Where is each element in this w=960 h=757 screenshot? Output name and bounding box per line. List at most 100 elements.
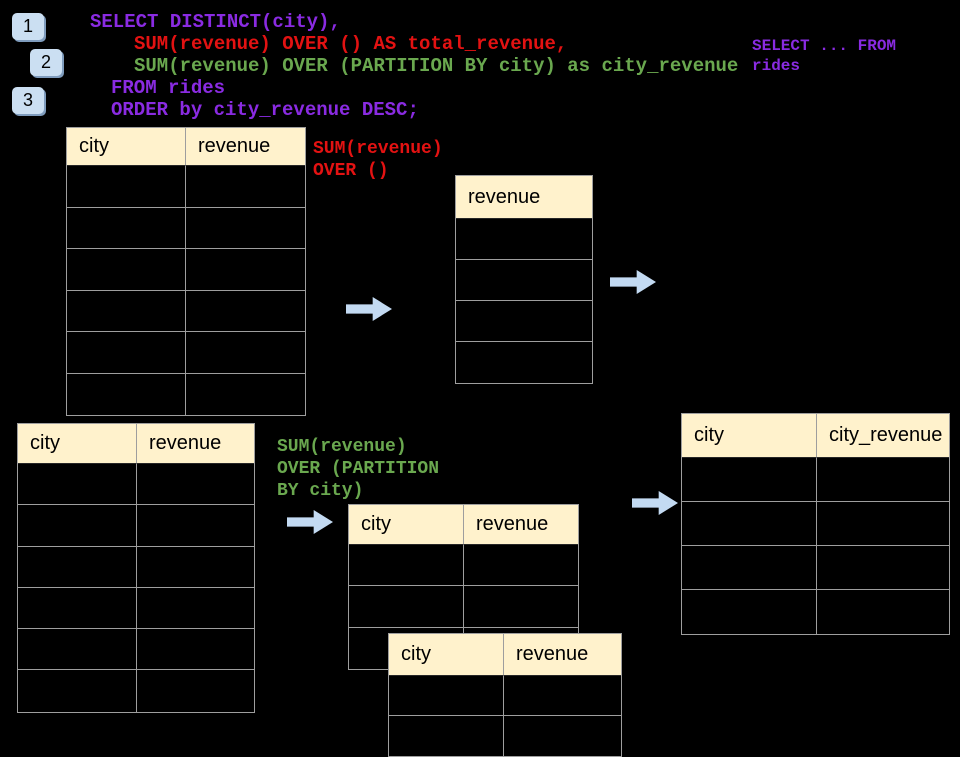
step-badge-3: 3 (12, 87, 44, 114)
table-cell (464, 586, 578, 628)
table-cell (186, 374, 305, 416)
table-cell (817, 546, 949, 590)
table-row (67, 373, 305, 416)
table-row (67, 249, 305, 291)
code-line: ORDER by city_revenue DESC; (111, 99, 419, 121)
column-header: revenue (504, 634, 621, 676)
table-cell (67, 249, 186, 291)
right-arrow-icon-1 (346, 297, 392, 321)
column-header: revenue (186, 128, 305, 166)
table-row (456, 219, 592, 260)
table-cell (817, 502, 949, 546)
code-line: OVER () (313, 161, 389, 181)
table-cell (682, 502, 817, 546)
table-row (682, 458, 949, 502)
table-row (18, 670, 254, 712)
table-row (456, 260, 592, 301)
table-cell (67, 332, 186, 374)
code-line: SUM(revenue) OVER (PARTITION BY city) as… (134, 55, 739, 77)
table-cell (67, 207, 186, 249)
table-cell (137, 629, 254, 671)
table-cell (682, 458, 817, 502)
right-arrow-icon-4 (632, 491, 678, 515)
column-header: city (389, 634, 504, 676)
table-row (682, 546, 949, 590)
table-cell (18, 629, 137, 671)
table-cell (349, 545, 464, 587)
table-cell (137, 505, 254, 547)
code-line: SELECT ... FROM (752, 37, 897, 55)
table-cell (186, 332, 305, 374)
code-line: rides (752, 57, 801, 75)
table-cell (137, 670, 254, 711)
code-line: BY city) (277, 481, 364, 501)
table-cell (18, 670, 137, 712)
table-cell (186, 166, 305, 208)
code-line: FROM rides (111, 77, 226, 99)
table-row (18, 546, 254, 588)
table-cell (67, 166, 186, 208)
table-cell (137, 588, 254, 630)
table-cell (389, 716, 504, 756)
table-cell (349, 586, 464, 628)
table-cell (18, 546, 137, 588)
table-row (67, 207, 305, 249)
table-cell (682, 546, 817, 590)
table-row (18, 505, 254, 547)
table-cell (67, 373, 186, 415)
table-row (18, 464, 254, 506)
table-row (389, 676, 621, 716)
table-cell (817, 590, 949, 634)
table-cell (504, 716, 621, 756)
table-cell (18, 505, 137, 547)
sum-over-annotation: SUM(revenue)OVER () (313, 138, 443, 182)
table-row (389, 716, 621, 756)
table-row (18, 587, 254, 630)
slide-canvas: { "colors": { "purple": "#8A2BE2", "red"… (12, 11, 950, 757)
table-row (349, 586, 578, 628)
column-header: revenue (464, 505, 578, 545)
table-cell (464, 545, 578, 587)
table-row (682, 590, 949, 634)
right-arrow-icon-3 (287, 510, 333, 534)
code-line: SUM(revenue) (277, 437, 407, 457)
table-cell (456, 219, 592, 260)
table-header-row: revenue (456, 176, 592, 219)
table-cell (186, 208, 305, 249)
step-badge-2: 2 (30, 49, 62, 76)
step-badge-1: 1 (12, 13, 44, 40)
total-revenue-table: revenue (455, 175, 593, 384)
table-row (349, 545, 578, 587)
table-cell (817, 458, 949, 502)
table-row (67, 332, 305, 374)
table-row (456, 301, 592, 342)
table-cell (456, 301, 592, 342)
table-cell (137, 547, 254, 588)
table-cell (456, 342, 592, 383)
table-cell (682, 590, 817, 634)
table-row (682, 502, 949, 546)
table-cell (18, 587, 137, 630)
column-header: city (349, 505, 464, 545)
table-cell (389, 676, 504, 716)
column-header: city_revenue (817, 414, 949, 458)
column-header: city (682, 414, 817, 458)
code-line: SUM(revenue) OVER () AS total_revenue, (134, 33, 568, 55)
code-line: SELECT DISTINCT(city), (90, 11, 341, 33)
table-cell (67, 290, 186, 332)
column-header: city (67, 128, 186, 166)
code-line: SUM(revenue) (313, 139, 443, 159)
table-cell (18, 464, 137, 506)
table-row (67, 290, 305, 332)
table-row (67, 166, 305, 208)
column-header: city (18, 424, 137, 464)
